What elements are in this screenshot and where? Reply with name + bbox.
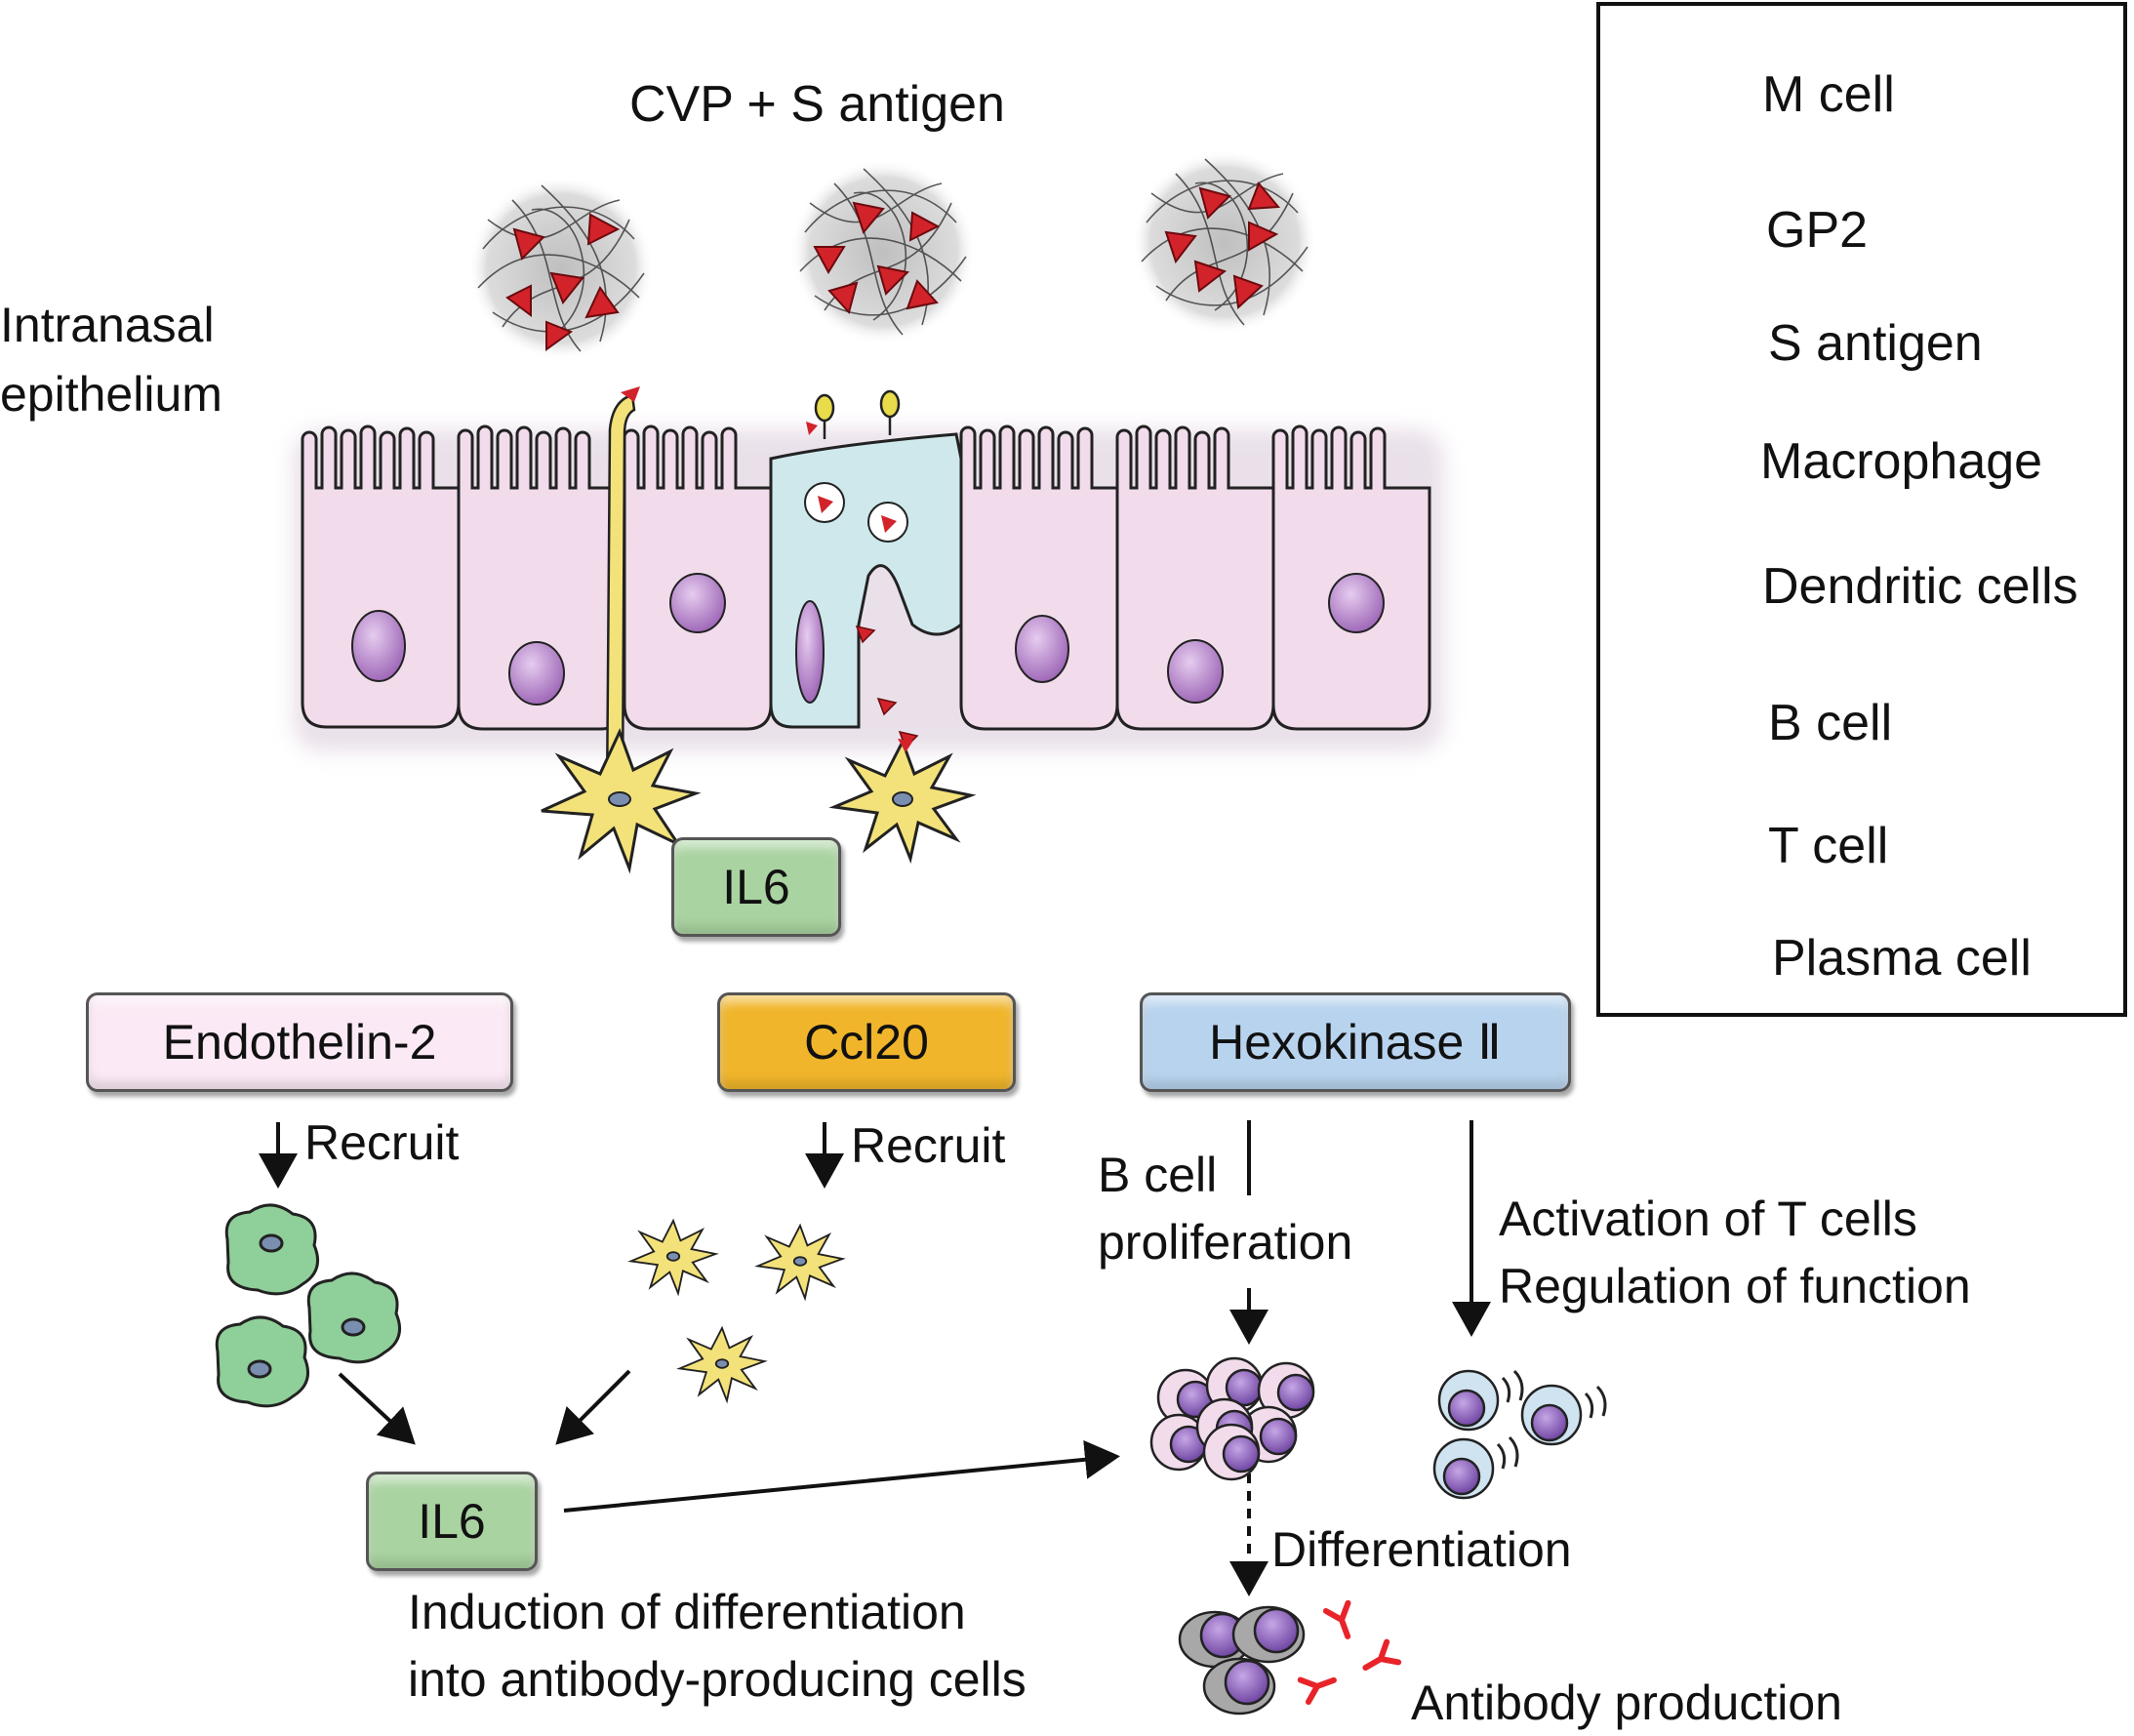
epithelium-label-line2: epithelium — [0, 367, 222, 422]
cvp-particle — [1132, 149, 1317, 335]
t-cell-cluster — [1432, 1369, 1607, 1500]
gp2-receptors — [806, 389, 901, 439]
arrows — [259, 1120, 1491, 1596]
released-antigens — [855, 625, 919, 749]
legend-label-dendritic-cells: Dendritic cells — [1762, 558, 2078, 615]
dendritic-cell — [754, 1223, 846, 1302]
recruit-label-middle: Recruit — [851, 1118, 1006, 1173]
legend-label-b-cell: B cell — [1768, 695, 1893, 751]
macrophage — [215, 1315, 309, 1408]
dendritic-cell — [627, 1218, 719, 1297]
legend: M cell GP2 S antigen Macrophage Dendriti… — [1596, 2, 2127, 1017]
differentiation-label: Differentiation — [1271, 1522, 1572, 1577]
antigen-on-dendrite — [621, 386, 640, 402]
legend-label-t-cell: T cell — [1768, 818, 1889, 874]
b-cell-proliferation-line1: B cell — [1098, 1148, 1218, 1202]
legend-label-macrophage: Macrophage — [1760, 433, 2043, 490]
macrophage — [224, 1203, 319, 1296]
hexokinase-ii-box: Hexokinase Ⅱ — [1140, 992, 1571, 1092]
m-cell — [769, 432, 963, 729]
il6-to-bcell-arrow — [563, 1439, 1120, 1513]
epithelial-cells — [301, 424, 1431, 731]
endothelin-2-box: Endothelin-2 — [86, 992, 513, 1092]
dendritic-cell — [541, 728, 702, 874]
antibodies — [1297, 1599, 1402, 1706]
epithelial-cell — [1115, 424, 1275, 731]
macrophage-cluster — [215, 1203, 401, 1408]
cvp-particle-group — [468, 149, 1317, 361]
epithelial-cell — [457, 424, 626, 731]
induction-label-line1: Induction of differentiation — [408, 1585, 966, 1639]
cvp-particle — [790, 159, 976, 344]
epithelium-label-line1: Intranasal — [0, 298, 215, 352]
legend-label-plasma-cell: Plasma cell — [1772, 930, 2032, 987]
il6-box-bottom: IL6 — [366, 1472, 538, 1571]
recruit-label-left: Recruit — [304, 1115, 460, 1170]
macrophage-to-il6-arrow — [338, 1372, 416, 1445]
ccl20-box: Ccl20 — [717, 992, 1016, 1092]
epithelial-cell — [623, 424, 773, 731]
b-cell-proliferation-line2: proliferation — [1098, 1215, 1353, 1270]
dendritic-cluster — [627, 1218, 846, 1404]
epithelium — [293, 386, 1444, 802]
il6-box-top: IL6 — [671, 837, 841, 937]
legend-label-m-cell: M cell — [1762, 66, 1895, 123]
epithelial-cell — [1271, 424, 1431, 731]
diagram-title: CVP + S antigen — [629, 76, 1005, 133]
macrophage — [306, 1272, 401, 1364]
dc-to-il6-arrow — [555, 1369, 631, 1445]
plasma-cell-cluster — [1178, 1605, 1306, 1716]
cvp-particle — [468, 176, 654, 361]
legend-label-s-antigen: S antigen — [1768, 315, 1983, 372]
t-cell-activation-line2: Regulation of function — [1499, 1259, 1971, 1313]
antibody-production-label: Antibody production — [1411, 1675, 1842, 1730]
epithelial-cell — [959, 424, 1119, 731]
dendritic-cell — [676, 1325, 768, 1404]
induction-label-line2: into antibody-producing cells — [408, 1652, 1027, 1707]
dendrite-process — [605, 393, 636, 802]
t-cell-activation-line1: Activation of T cells — [1499, 1191, 1917, 1246]
b-cell-cluster — [1149, 1356, 1315, 1481]
legend-label-gp2: GP2 — [1766, 202, 1869, 259]
dendritic-cell — [828, 738, 977, 865]
